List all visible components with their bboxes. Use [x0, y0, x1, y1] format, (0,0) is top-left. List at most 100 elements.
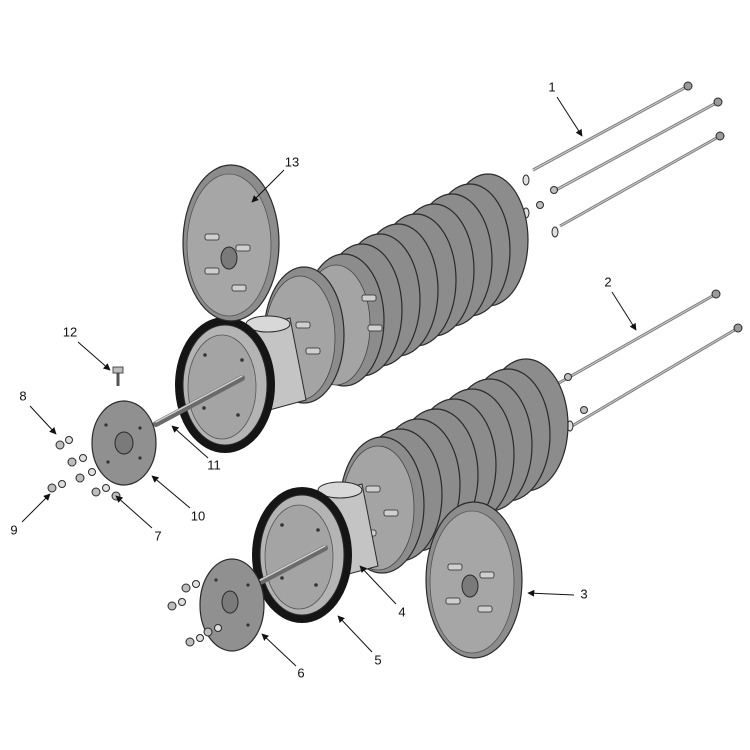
hub-icon [220, 246, 238, 270]
axle-shaft-highlight [155, 375, 243, 423]
tie-rod [549, 293, 717, 389]
part-number-label: 4 [398, 604, 405, 619]
lower-hub-plate [199, 558, 265, 652]
lower-end-disc [425, 501, 523, 659]
leader-line [337, 615, 373, 653]
callout-5: 5 [337, 615, 382, 667]
bolt-hole-icon [203, 353, 207, 357]
hub-stud-icon [383, 509, 399, 517]
bolt-hole-icon [246, 623, 250, 627]
nut-icon [91, 487, 101, 497]
lower-tie-rods [544, 289, 743, 432]
bolt-hole-icon [138, 426, 142, 430]
end-disc-face [186, 173, 272, 317]
washer-icon [58, 480, 66, 488]
lower-fasteners [167, 580, 222, 647]
bolt-hole-icon [138, 456, 142, 460]
hub-stud-icon [235, 244, 251, 252]
sleeve-end [317, 481, 363, 499]
upper-assembly [47, 81, 725, 501]
upper-disc-stack [263, 173, 529, 404]
callout-1: 1 [548, 79, 583, 137]
washer-icon [551, 226, 559, 238]
leader-line [261, 633, 297, 667]
tie-rod [532, 85, 689, 171]
leader-line [151, 475, 191, 509]
hub-stud-icon [305, 347, 321, 355]
upper-tie-rods [522, 81, 725, 238]
hub-icon [114, 431, 134, 455]
nut-icon [185, 637, 195, 647]
lower-disc-stack [339, 358, 569, 574]
hub-stud-icon [447, 563, 463, 571]
hub-stud-icon [477, 605, 493, 613]
rod-nut-icon [580, 406, 588, 414]
bolt-hole-icon [280, 576, 284, 580]
upper-axle-shaft [153, 375, 245, 427]
callout-2: 2 [604, 274, 637, 331]
callouts: 1 2 3 4 5 6 7 8 [10, 79, 637, 680]
part-number-label: 9 [10, 522, 17, 537]
leader-line [29, 405, 57, 435]
part-number-label: 7 [154, 528, 161, 543]
part-number-label: 6 [297, 665, 304, 680]
nut-icon [167, 601, 177, 611]
hub-stud-icon [479, 571, 495, 579]
washer-icon [88, 468, 96, 476]
callout-7: 7 [115, 495, 162, 543]
washer-icon [178, 598, 186, 606]
rod-end-icon [733, 323, 743, 333]
callout-9: 9 [10, 493, 51, 537]
tie-rod [571, 327, 739, 427]
washer-icon [79, 454, 87, 462]
leader-line [77, 341, 111, 371]
upper-hub-plate [91, 400, 157, 486]
leader-line [527, 589, 575, 597]
wheel-inner [264, 504, 334, 610]
part-number-label: 11 [207, 457, 221, 472]
callout-12: 12 [63, 324, 111, 371]
tie-rod [559, 135, 721, 227]
hub-stud-icon [295, 321, 311, 329]
nut-icon [47, 483, 57, 493]
part-number-label: 10 [191, 508, 205, 523]
washer-icon [522, 174, 530, 186]
rod-end-icon [683, 81, 693, 91]
hub-stud-icon [445, 597, 461, 605]
leader-line [115, 495, 153, 529]
lower-assembly [167, 289, 743, 659]
nut-icon [181, 583, 191, 593]
washer-icon [192, 580, 200, 588]
hub-stud-icon [204, 267, 220, 275]
washer-icon [196, 634, 204, 642]
callout-3: 3 [527, 586, 588, 601]
part-number-label: 2 [604, 274, 611, 289]
bolt-icon [112, 366, 124, 386]
callout-4: 4 [359, 565, 406, 619]
washer-icon [102, 484, 110, 492]
bolt-hole-icon [280, 523, 284, 527]
rod-end-icon [711, 289, 721, 299]
bolt-hole-icon [240, 358, 244, 362]
leader-line [611, 291, 637, 331]
nut-icon [75, 473, 85, 483]
hub-stud-icon [204, 233, 220, 241]
hub-stud-icon [367, 324, 383, 332]
leader-line [556, 96, 583, 137]
callout-10: 10 [151, 475, 205, 523]
bolt-hole-icon [214, 578, 218, 582]
callout-11: 11 [171, 425, 221, 472]
rod-end-icon [715, 131, 725, 141]
callout-13: 13 [251, 154, 299, 203]
nut-icon [55, 440, 65, 450]
upper-end-disc [182, 164, 280, 322]
callout-6: 6 [261, 633, 305, 680]
bolt-hole-icon [202, 406, 206, 410]
leader-line [251, 169, 285, 203]
leader-line [21, 493, 51, 523]
rod-nut-icon [536, 201, 544, 209]
part-number-label: 13 [285, 154, 299, 169]
hub-icon [221, 590, 239, 614]
rod-end-icon [713, 97, 723, 107]
part-number-label: 3 [580, 586, 587, 601]
